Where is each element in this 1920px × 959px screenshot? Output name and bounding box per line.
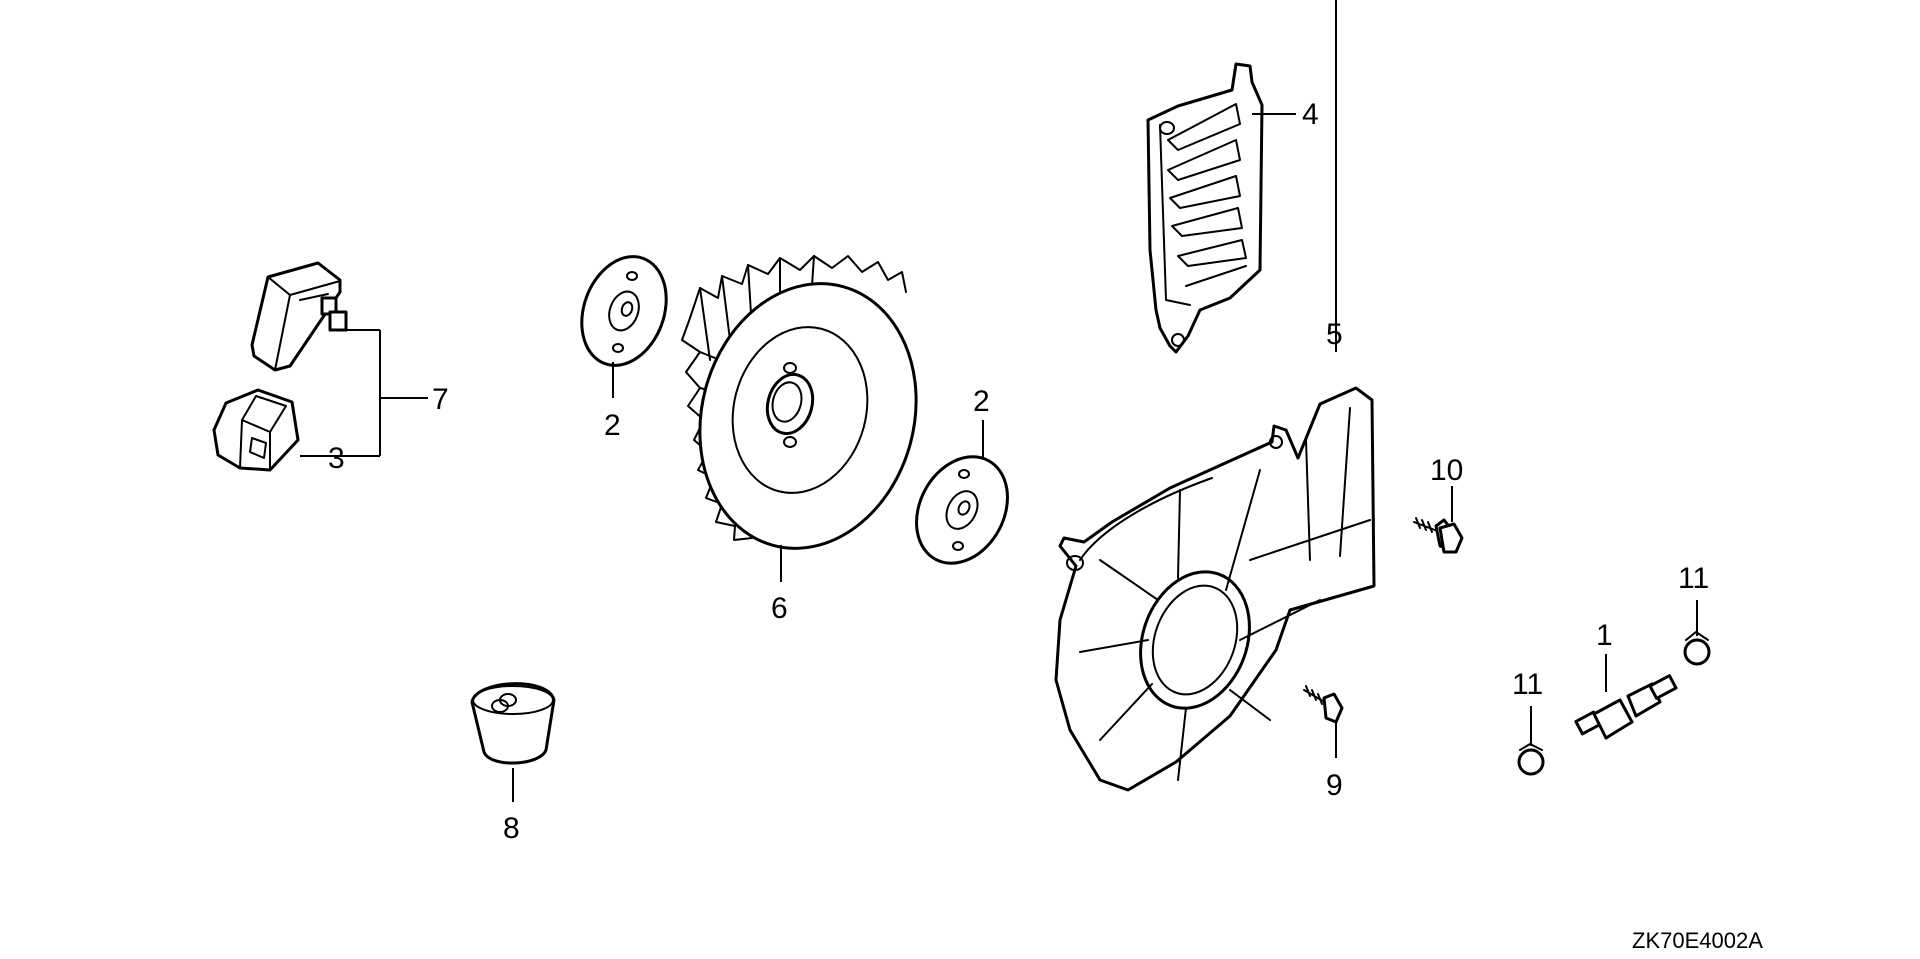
bracket-7: [300, 329, 428, 457]
label-2b: 2: [973, 385, 990, 418]
label-11b: 11: [1512, 668, 1543, 701]
label-8: 8: [503, 812, 520, 845]
label-5: 5: [1326, 318, 1343, 351]
label-3: 3: [328, 442, 345, 475]
part-11-clamp-lower[interactable]: [1517, 743, 1545, 776]
part-2-washer-left[interactable]: [567, 245, 680, 378]
label-4: 4: [1302, 98, 1319, 131]
drawing-code: ZK70E4002A: [1632, 928, 1763, 953]
part-10-bolt[interactable]: [1413, 517, 1464, 554]
label-7: 7: [432, 383, 449, 416]
part-3-mount-lower[interactable]: [212, 388, 300, 472]
part-4-fin-cover[interactable]: [1146, 62, 1264, 354]
label-1: 1: [1596, 619, 1613, 652]
label-10: 10: [1430, 454, 1463, 487]
label-2a: 2: [604, 409, 621, 442]
label-6: 6: [771, 592, 788, 625]
part-6-flywheel-fan[interactable]: [671, 255, 945, 573]
label-9: 9: [1326, 769, 1343, 802]
part-9-bolt[interactable]: [1303, 685, 1344, 724]
part-1-fitting[interactable]: [1574, 674, 1678, 740]
part-11-clamp-upper[interactable]: [1683, 631, 1711, 666]
part-5-fan-shroud[interactable]: [1054, 386, 1376, 792]
part-7-mount-upper[interactable]: [250, 261, 348, 372]
label-11a: 11: [1678, 562, 1709, 595]
part-2-washer-right[interactable]: [899, 441, 1026, 579]
part-8-rubber-plug[interactable]: [470, 682, 556, 765]
